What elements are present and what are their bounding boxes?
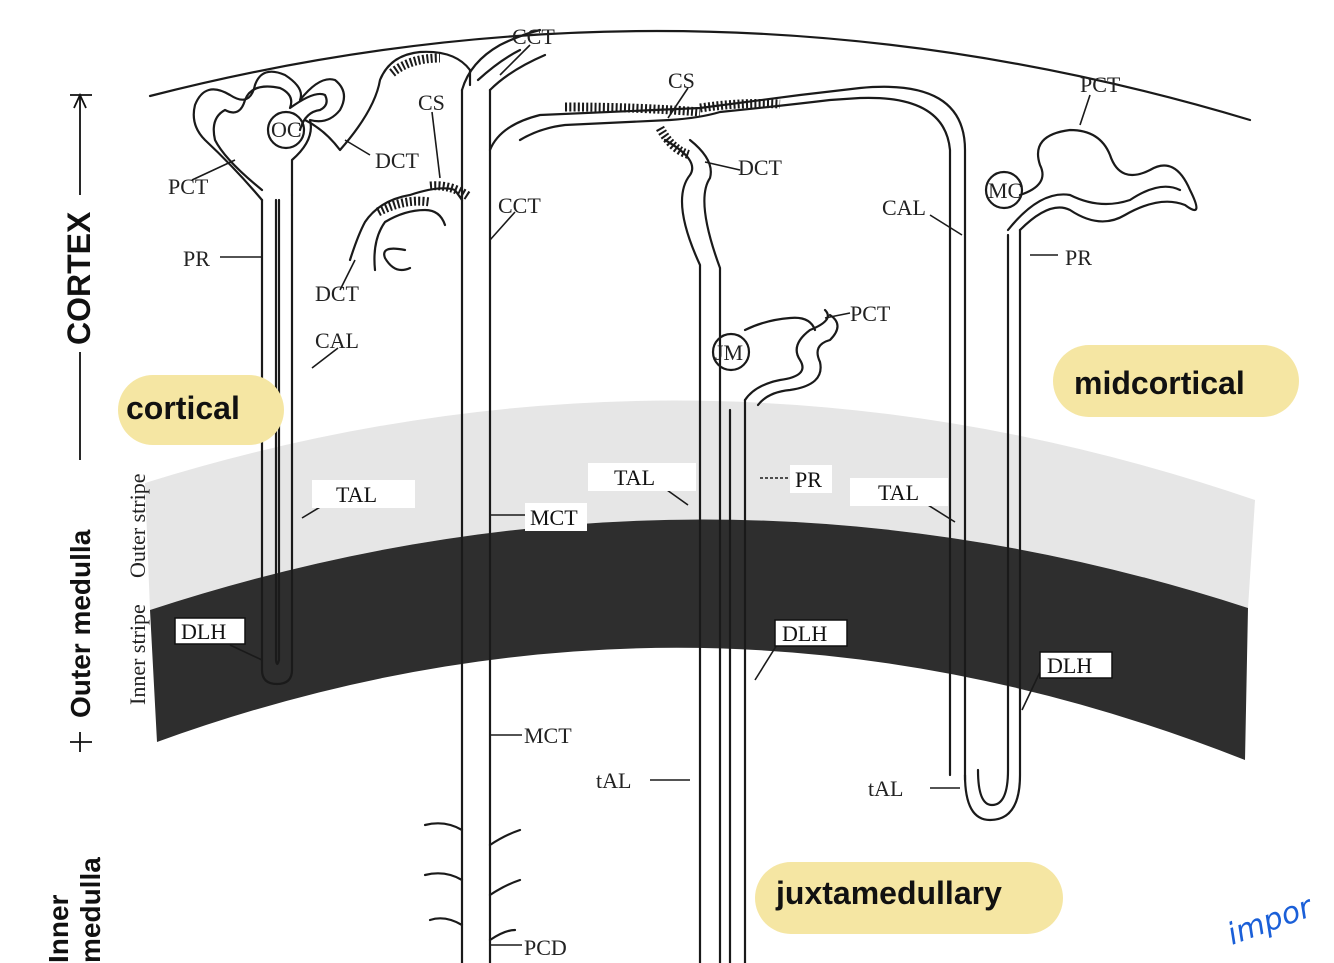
- label-tal-left: TAL: [336, 482, 377, 507]
- highlight-juxtamedullary-pill: [755, 862, 1063, 934]
- highlight-midcortical: midcortical: [1074, 365, 1245, 401]
- label-tal-small-mid: tAL: [596, 768, 631, 793]
- label-dct-left: DCT: [375, 148, 420, 173]
- side-label-inner-stripe: Inner stripe: [125, 604, 150, 705]
- label-tal-right: TAL: [878, 480, 919, 505]
- juxtamedullary-nephron: [488, 85, 967, 963]
- handwritten-annotation: impor: [1223, 889, 1319, 952]
- label-mct-lower: MCT: [524, 723, 572, 748]
- label-cs-left: CS: [418, 90, 445, 115]
- label-dlh-left: DLH: [181, 619, 226, 644]
- label-mct-upper: MCT: [530, 505, 578, 530]
- label-cs-mid: CS: [668, 68, 695, 93]
- label-dlh-mid: DLH: [782, 621, 827, 646]
- midcortical-nephron: [963, 128, 1198, 822]
- highlight-cortical-pill: [118, 375, 284, 445]
- label-dlh-right: DLH: [1047, 653, 1092, 678]
- label-jm: JM: [715, 340, 743, 365]
- label-pct-jm: PCT: [850, 301, 891, 326]
- side-label-outer-stripe: Outer stripe: [125, 474, 150, 578]
- label-cal-right: CAL: [882, 195, 926, 220]
- side-label-inner-medulla-2: medulla: [75, 857, 106, 963]
- side-label-cortex: CORTEX: [61, 211, 97, 345]
- label-pct-left: PCT: [168, 174, 209, 199]
- label-oc: OC: [271, 117, 302, 142]
- side-axis: [70, 92, 92, 752]
- label-pr-left: PR: [183, 246, 210, 271]
- label-pr-mid: PR: [795, 467, 822, 492]
- label-cct-top: CCT: [512, 24, 555, 49]
- collecting-duct: [348, 28, 547, 963]
- side-label-inner-medulla-1: Inner: [43, 894, 74, 963]
- label-cal-left: CAL: [315, 328, 359, 353]
- label-cct-mid: CCT: [498, 193, 541, 218]
- label-tal-mid: TAL: [614, 465, 655, 490]
- highlight-cortical: cortical: [126, 390, 240, 426]
- highlight-midcortical-pill: [1053, 345, 1299, 417]
- cortical-nephron: [192, 50, 472, 686]
- label-pct-right: PCT: [1080, 72, 1121, 97]
- label-pcd: PCD: [524, 935, 567, 960]
- label-dct-small: DCT: [315, 281, 360, 306]
- label-pr-right: PR: [1065, 245, 1092, 270]
- label-mc: MC: [988, 178, 1022, 203]
- kidney-capsule: [148, 29, 1252, 122]
- label-tal-small-right: tAL: [868, 776, 903, 801]
- side-label-outer-medulla: Outer medulla: [65, 529, 96, 718]
- highlight-juxtamedullary: juxtamedullary: [775, 875, 1002, 911]
- label-dct-mid: DCT: [738, 155, 783, 180]
